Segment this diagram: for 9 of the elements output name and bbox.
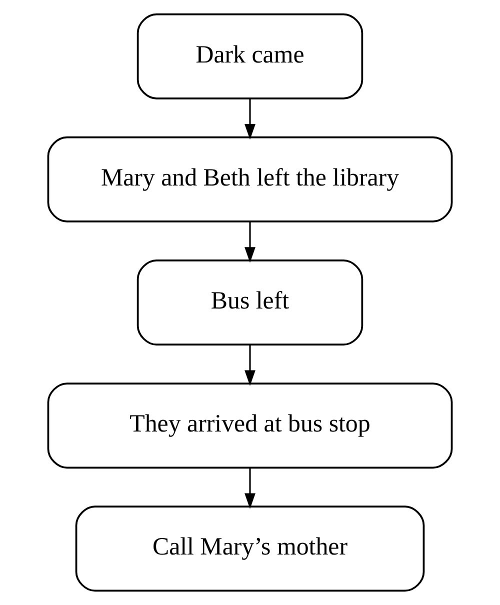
node-box: Dark came (136, 13, 364, 100)
arrow (244, 98, 256, 140)
arrow (244, 344, 256, 386)
node-box: They arrived at bus stop (47, 382, 453, 469)
arrow (244, 468, 256, 509)
node-box: Mary and Beth left the library (47, 136, 453, 222)
node-box: Bus left (136, 260, 364, 346)
node-box: Call Mary’s mother (75, 506, 425, 592)
arrow (244, 222, 256, 263)
